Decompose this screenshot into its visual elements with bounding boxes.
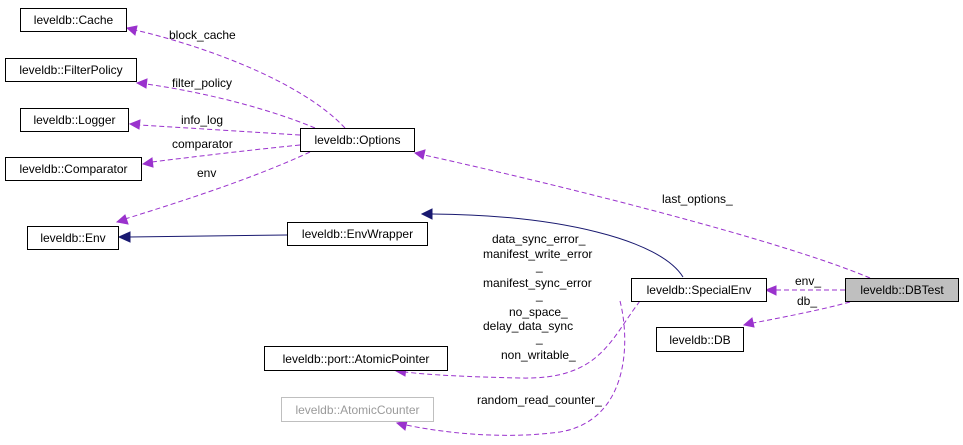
edge-label-filter-policy: filter_policy [172,76,232,90]
edge-label-no-space: no_space_ [509,305,568,319]
edge-label-info-log: info_log [181,113,223,127]
node-comparator[interactable]: leveldb::Comparator [5,157,142,181]
node-atomic-counter-label: leveldb::AtomicCounter [295,403,419,417]
edge-label-comparator: comparator [172,137,233,151]
node-db-test-label: leveldb::DBTest [860,283,944,297]
edge-label-manifest-write-error: manifest_write_error [483,247,592,261]
node-env-label: leveldb::Env [40,231,105,245]
edge-label-data-sync-error: data_sync_error_ [492,232,586,246]
edge-env-member: env_ [764,274,845,296]
edge-label-underscore-3: _ [535,331,543,345]
node-atomic-pointer[interactable]: leveldb::port::AtomicPointer [264,346,448,371]
node-options-label: leveldb::Options [314,133,400,147]
node-atomic-counter[interactable]: leveldb::AtomicCounter [281,397,434,422]
edge-label-manifest-sync-error: manifest_sync_error [483,276,592,290]
edge-label-non-writable: non_writable_ [501,348,576,362]
node-db-test[interactable]: leveldb::DBTest [845,278,959,302]
node-logger-label: leveldb::Logger [33,113,115,127]
edge-label-block-cache: block_cache [169,28,236,42]
node-logger[interactable]: leveldb::Logger [20,108,129,132]
node-filter-policy-label: leveldb::FilterPolicy [19,63,122,77]
edge-filter-policy: filter_policy [135,76,316,129]
node-atomic-pointer-label: leveldb::port::AtomicPointer [283,352,430,366]
edge-comparator: comparator [141,137,301,168]
node-special-env-label: leveldb::SpecialEnv [647,283,752,297]
edge-label-underscore-2: _ [535,288,543,302]
edge-env: env [115,151,311,225]
edge-db-member: db_ [742,294,851,328]
edge-specialenv-inherits-envwrapper [420,208,684,278]
node-comparator-label: leveldb::Comparator [19,162,127,176]
node-env-wrapper-label: leveldb::EnvWrapper [302,227,413,241]
edge-block-cache: block_cache [125,25,346,129]
node-db-label: leveldb::DB [669,333,730,347]
node-cache-label: leveldb::Cache [34,13,114,27]
edge-envwrapper-inherits-env [117,231,288,243]
edge-label-delay-data-sync: delay_data_sync [483,319,573,333]
edge-label-underscore-1: _ [535,259,543,273]
edge-label-last-options: last_options_ [662,192,733,206]
atomic-pointer-member-labels: data_sync_error_ manifest_write_error _ … [483,232,592,362]
edge-label-env-member: env_ [795,274,821,288]
node-db[interactable]: leveldb::DB [656,327,744,352]
edge-info-log: info_log [128,113,301,136]
edge-label-db-member: db_ [797,294,817,308]
node-options[interactable]: leveldb::Options [300,128,415,152]
node-filter-policy[interactable]: leveldb::FilterPolicy [5,58,137,82]
edge-last-options: last_options_ [413,149,871,279]
node-special-env[interactable]: leveldb::SpecialEnv [631,278,767,302]
node-env[interactable]: leveldb::Env [27,226,119,250]
edge-label-env: env [197,166,216,180]
node-cache[interactable]: leveldb::Cache [20,8,127,32]
edge-label-random-read-counter: random_read_counter_ [477,393,602,407]
node-env-wrapper[interactable]: leveldb::EnvWrapper [287,222,428,246]
